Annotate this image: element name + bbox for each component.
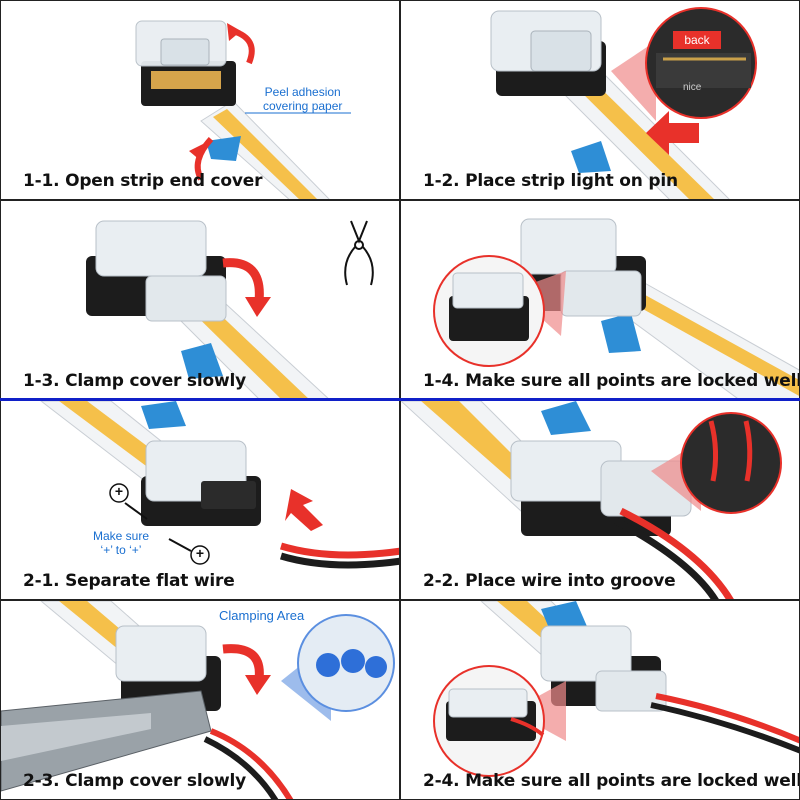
rotate-arrow-head-icon [245,297,271,317]
rotate-arrow-icon [222,644,264,680]
pointer-arrow-bottom [168,538,192,552]
led-strip [200,100,330,199]
caption-2-2: 2-2. Place wire into groove [423,571,676,591]
blue-tape [601,313,641,353]
plus-icon-top [109,483,129,503]
connector [510,440,692,536]
blue-tape [206,136,241,161]
peel-arrow-icon [194,136,214,181]
flat-wire [650,693,799,754]
panel-1-2: back nice 1-2. Place strip light on pin [400,0,800,200]
panel-1-3: 1-3. Clamp cover slowly [0,200,400,400]
caption-1-4: 1-4. Make sure all points are locked wel… [423,371,800,391]
caption-2-4: 2-4. Make sure all points are locked wel… [423,771,800,791]
clamping-area-note: Clamping Area [219,608,305,623]
brand-mark: nice [683,82,702,93]
push-arrow-icon [646,111,699,155]
flat-wire [614,507,734,599]
blue-tape [181,343,223,379]
clamp-detail-3 [365,656,387,678]
plus-icon-bottom [190,545,210,565]
caption-1-3: 1-3. Clamp cover slowly [23,371,246,391]
magnifier-beam [611,41,656,121]
panel-1-4-illustration [433,218,799,399]
push-arrow-icon [285,489,323,531]
back-label-box [673,31,721,49]
peel-note-line-1: Peel adhesion [264,85,341,99]
magnifier-circle [680,412,782,514]
panel-1-1: Peel adhesion covering paper 1-1. Open s… [0,0,400,200]
caption-1-2: 1-2. Place strip light on pin [423,171,678,191]
panel-1-2-illustration [490,7,757,199]
plus-sign-top: + [114,483,124,499]
blue-tape [541,401,591,435]
panel-2-3-illustration [1,601,395,799]
panel-2-3: Clamping Area 2-3. Clamp cover slowly [0,600,400,800]
panel-2-2-illustration [401,401,782,599]
rotate-arrow-icon [222,258,264,302]
clamp-detail-2 [341,649,365,673]
plus-sign-bottom: + [195,545,205,561]
panel-2-4: 2-4. Make sure all points are locked wel… [400,600,800,800]
connector [141,440,261,526]
peel-arrow-head-icon [189,143,205,161]
pliers-icon [344,220,374,286]
connector [540,625,667,712]
peel-note: Peel adhesion covering paper [263,85,342,113]
panel-1-1-illustration [135,20,351,199]
caption-2-1: 2-1. Separate flat wire [23,571,235,591]
make-sure-line-1: Make sure [93,529,150,543]
connector [135,20,236,106]
flat-wire [279,542,399,569]
back-label: back [684,33,710,47]
panel-2-4-illustration [433,601,799,777]
rotate-arrow-icon [231,28,255,65]
magnifier-wire-detail [708,420,719,482]
section-divider [0,398,800,401]
caption-1-1: 1-1. Open strip end cover [23,171,263,191]
clamp-detail-1 [316,653,340,677]
panel-2-2: 2-2. Place wire into groove [400,400,800,600]
connector [490,10,606,96]
flat-wire [203,728,294,799]
rotate-arrow-head-icon [227,23,241,41]
blue-tape [141,401,186,429]
panel-1-3-illustration [86,220,374,399]
panel-1-4: 1-4. Make sure all points are locked wel… [400,200,800,400]
make-sure-note: Make sure ‘+’ to ‘+’ [93,529,149,557]
caption-2-3: 2-3. Clamp cover slowly [23,771,246,791]
pointer-arrow-top [124,502,148,520]
make-sure-line-2: ‘+’ to ‘+’ [100,543,142,557]
blue-tape [571,141,611,173]
connector [86,220,227,322]
peel-note-line-2: covering paper [263,99,343,113]
blue-tape [541,601,589,633]
panel-2-1-illustration [40,401,399,569]
panel-2-1: + + Make sure ‘+’ to ‘+’ 2-1. Separate f… [0,400,400,600]
rotate-arrow-head-icon [245,675,271,695]
